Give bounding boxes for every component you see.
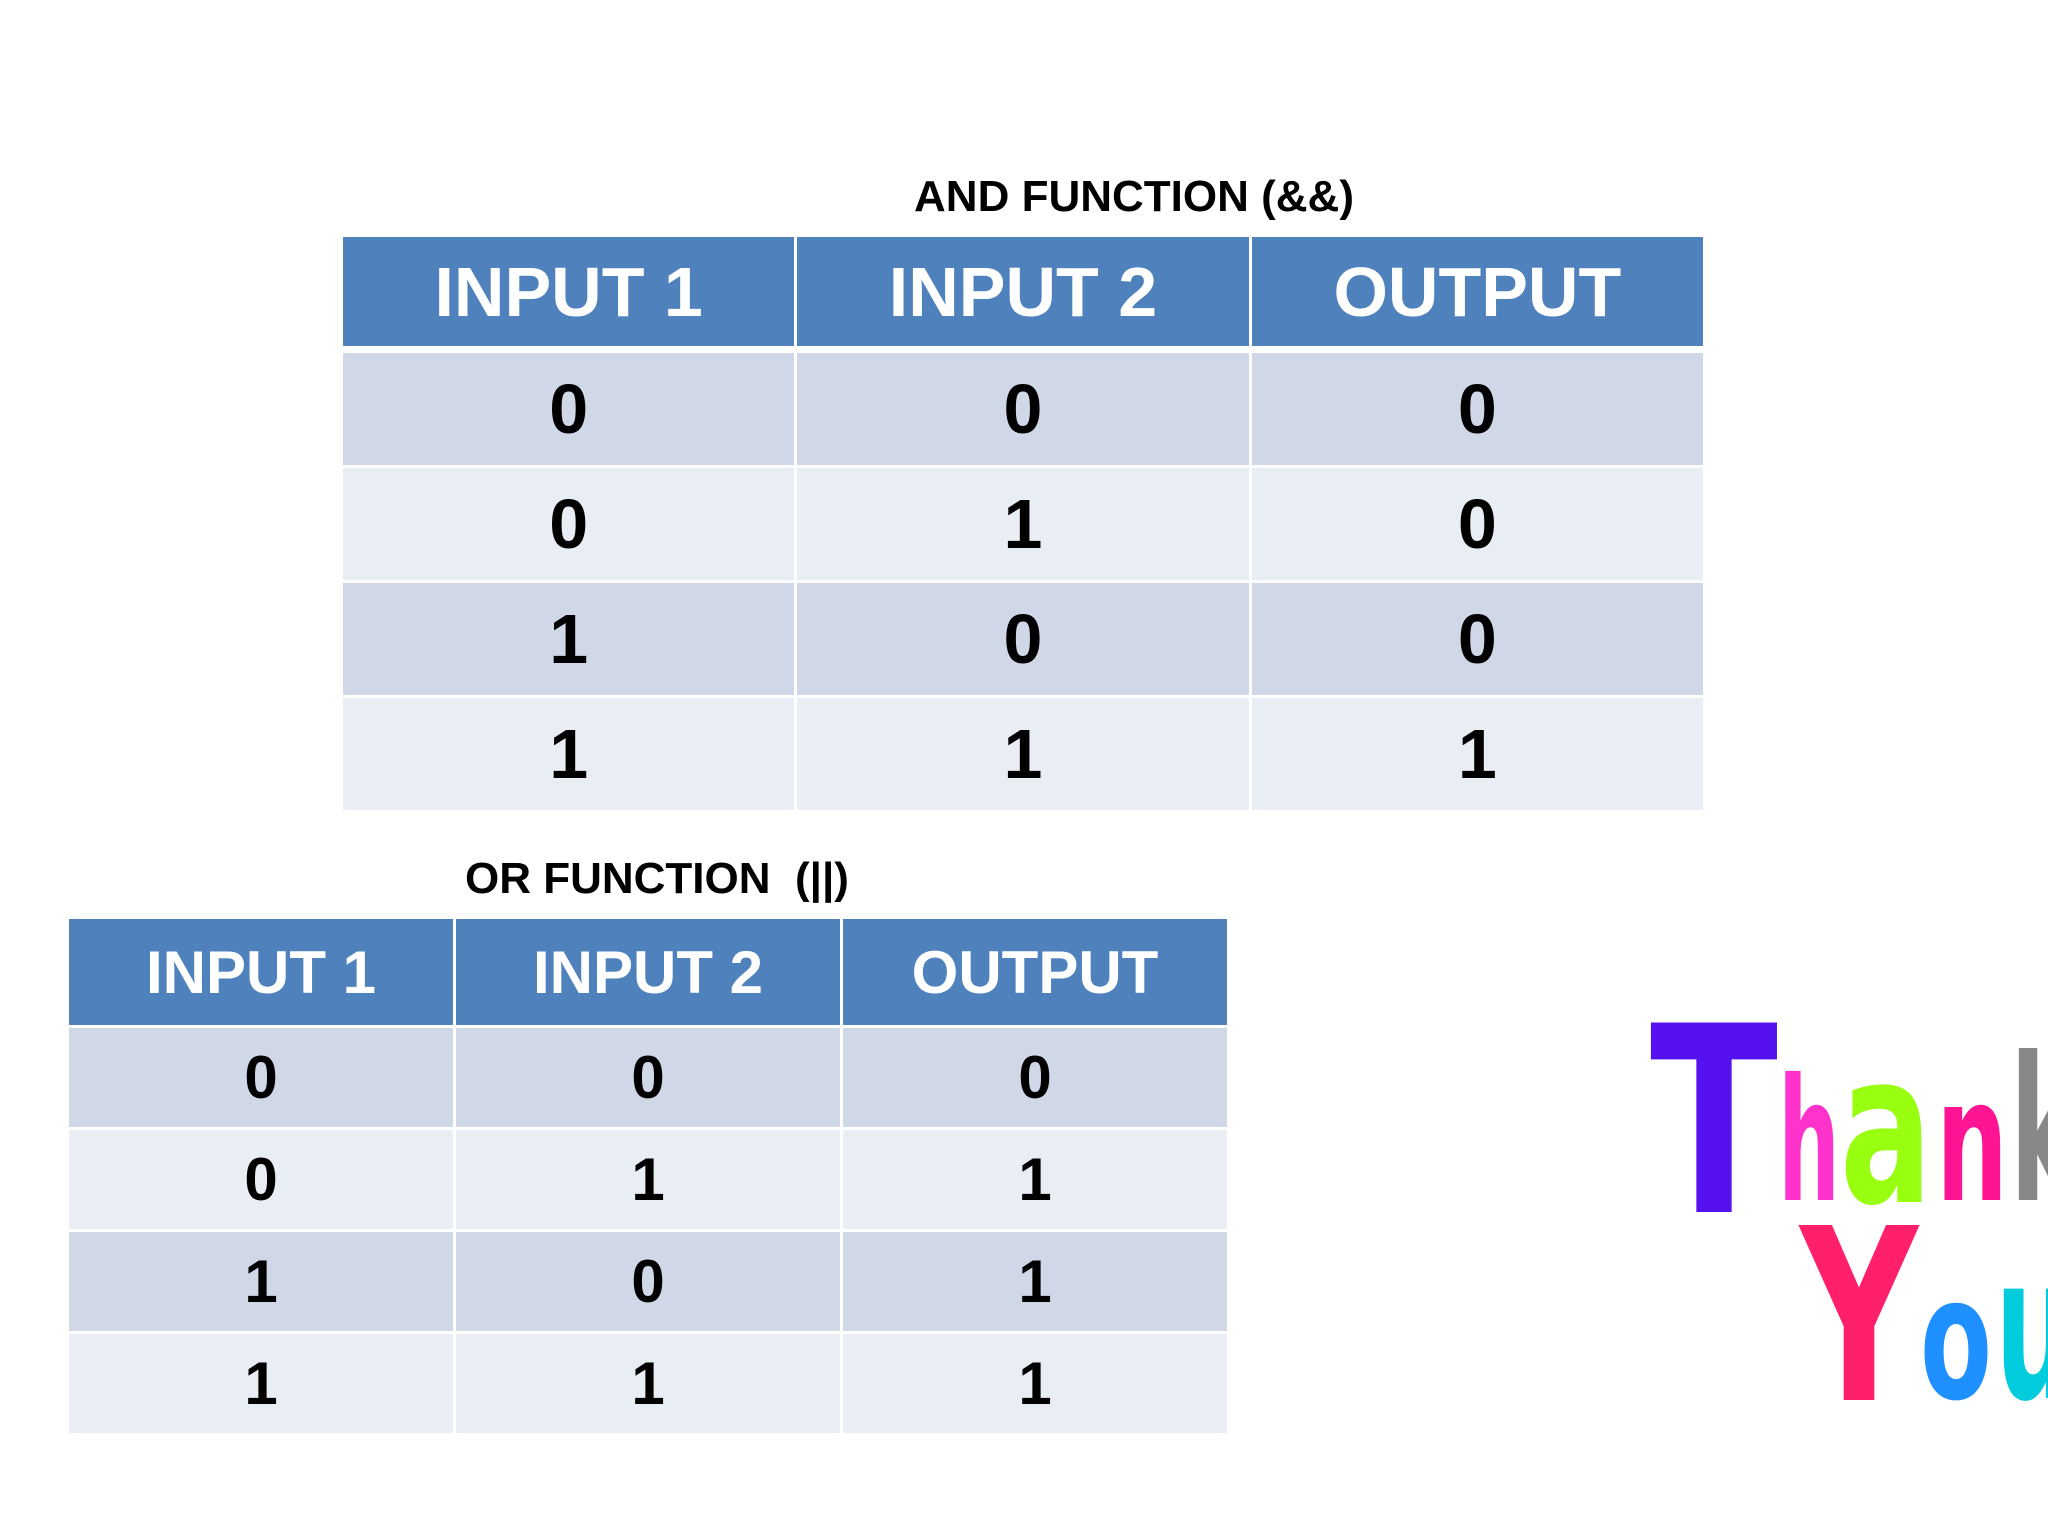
cell-input-2: 0 [456,1232,840,1331]
thank-you-lettering: T h a n k Y o u [1650,990,2048,1420]
cell-output: 0 [843,1028,1227,1127]
cell-input-1: 1 [343,698,795,810]
cell-input-2: 1 [456,1334,840,1433]
letter-Y: Y [1798,1177,1920,1420]
column-header-output: OUTPUT [1251,237,1703,350]
table-header-row: INPUT 1 INPUT 2 OUTPUT [69,919,1227,1025]
cell-input-1: 1 [69,1334,453,1433]
cell-output: 0 [1251,468,1703,580]
cell-input-1: 0 [343,468,795,580]
cell-input-2: 0 [456,1028,840,1127]
cell-input-1: 1 [69,1232,453,1331]
and-function-caption: AND FUNCTION (&&) [914,172,1354,221]
cell-output: 0 [1251,583,1703,695]
column-header-input-1: INPUT 1 [69,919,453,1025]
cell-input-2: 1 [797,698,1249,810]
letter-T: T [1650,990,1779,1274]
column-header-input-1: INPUT 1 [343,237,795,350]
column-header-output: OUTPUT [843,919,1227,1025]
table-row: 0 0 0 [343,353,1703,465]
letter-u: u [1995,1213,2048,1420]
letter-a: a [1840,1007,1932,1252]
cell-output: 1 [843,1130,1227,1229]
table-row: 1 0 0 [343,583,1703,695]
letter-o: o [1920,1241,1992,1420]
cell-input-2: 1 [456,1130,840,1229]
cell-output: 1 [843,1232,1227,1331]
and-truth-table: INPUT 1 INPUT 2 OUTPUT 0 0 0 0 1 0 1 0 0… [340,234,1706,813]
thank-you-graphic: T h a n k Y o u [1640,990,2048,1420]
cell-input-1: 0 [69,1130,453,1229]
cell-input-2: 0 [797,353,1249,465]
table-row: 0 1 1 [69,1130,1227,1229]
cell-input-2: 0 [797,583,1249,695]
cell-output: 1 [843,1334,1227,1433]
column-header-input-2: INPUT 2 [456,919,840,1025]
cell-input-1: 0 [343,353,795,465]
cell-output: 1 [1251,698,1703,810]
letter-h: h [1778,1043,1840,1241]
cell-input-1: 0 [69,1028,453,1127]
table-header-row: INPUT 1 INPUT 2 OUTPUT [343,237,1703,350]
cell-input-2: 1 [797,468,1249,580]
column-header-input-2: INPUT 2 [797,237,1249,350]
table-row: 1 1 1 [343,698,1703,810]
or-truth-table: INPUT 1 INPUT 2 OUTPUT 0 0 0 0 1 1 1 0 1… [66,916,1230,1436]
cell-input-1: 1 [343,583,795,695]
letter-k: k [2010,1015,2048,1248]
table-row: 1 1 1 [69,1334,1227,1433]
table-row: 0 0 0 [69,1028,1227,1127]
cell-output: 0 [1251,353,1703,465]
or-function-caption: OR FUNCTION (||) [465,854,849,903]
letter-n: n [1936,1043,2008,1241]
table-row: 0 1 0 [343,468,1703,580]
table-row: 1 0 1 [69,1232,1227,1331]
